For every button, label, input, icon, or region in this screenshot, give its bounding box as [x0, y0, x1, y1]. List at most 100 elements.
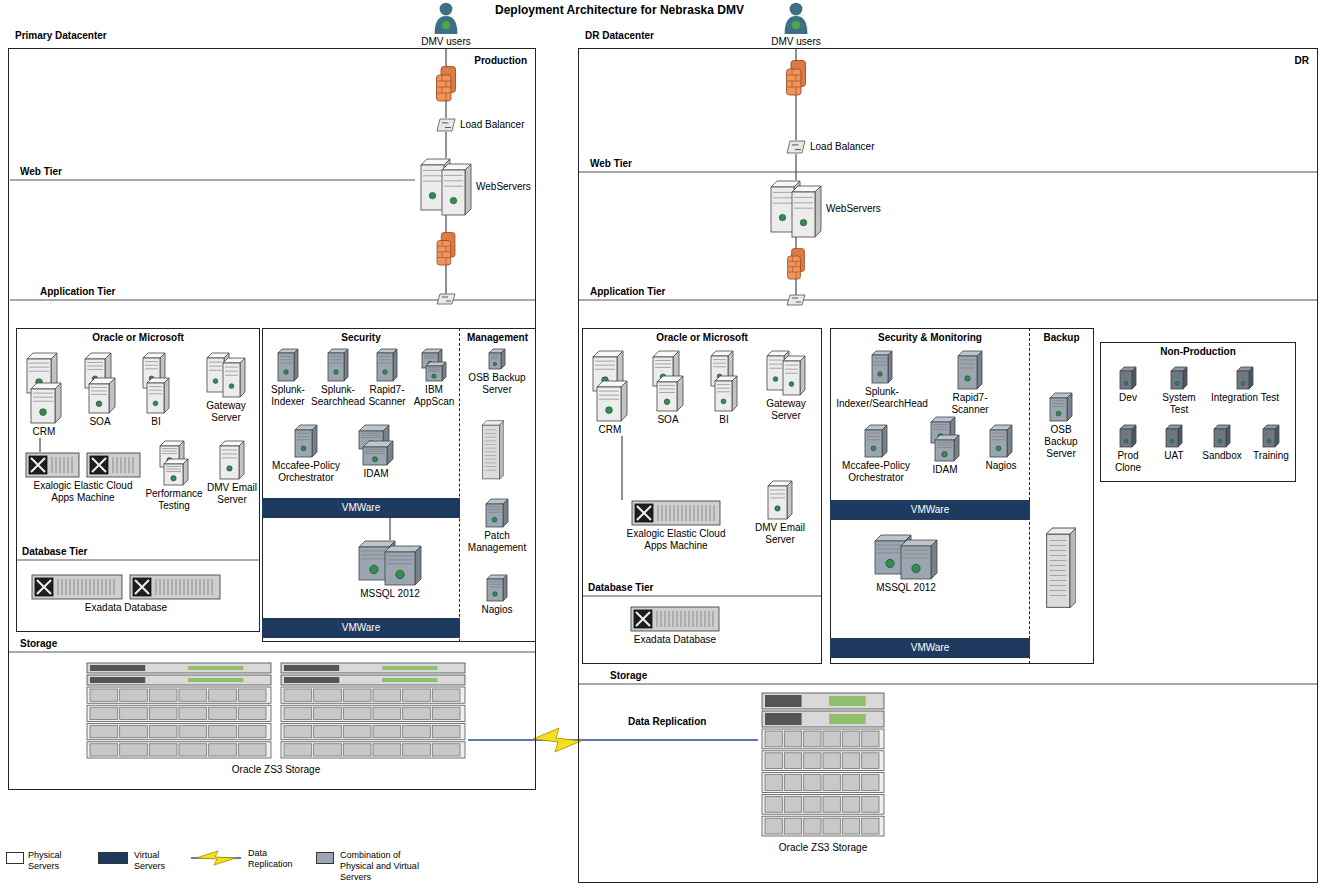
drawing-part [702, 505, 703, 521]
drawing-part [762, 773, 884, 793]
drawing-part [937, 442, 952, 443]
drawing-part [145, 368, 158, 369]
drawing-part [492, 517, 497, 522]
stack-icon [652, 350, 684, 412]
one-icon [1119, 366, 1137, 390]
stack-icon [84, 352, 116, 414]
server-node: DMV users [761, 2, 831, 48]
drawing-part [222, 449, 237, 450]
drawing-part [240, 358, 245, 397]
drawing-part [659, 392, 675, 393]
tier-lines [9, 172, 1317, 684]
drawing-part [787, 481, 792, 519]
drawing-part [423, 175, 442, 176]
server-node: IDAM [346, 424, 406, 480]
one-icon [871, 350, 893, 384]
drawing-part [783, 361, 800, 395]
drawing-part [87, 724, 271, 740]
tier-label: Storage [610, 670, 647, 682]
tier-label: Application Tier [40, 286, 115, 298]
drawing-part [655, 360, 671, 361]
server-node: Oracle ZS3 Storage [84, 662, 468, 776]
one-icon [277, 348, 299, 382]
connector-line [40, 438, 41, 452]
drawing-part [977, 351, 982, 389]
drawing-part [710, 505, 711, 521]
drawing-part [599, 399, 619, 400]
drawing-part [877, 544, 903, 545]
drawing-part [184, 579, 185, 595]
legend-text: Data Replication [248, 848, 304, 870]
drawing-part [635, 504, 653, 522]
one-icon [957, 350, 983, 390]
drawing-part [877, 552, 903, 553]
drawing-part [762, 729, 884, 749]
drawing-part [1267, 440, 1270, 443]
server-label: Rapid7-Scanner [940, 392, 1000, 416]
drawing-part [829, 696, 866, 706]
drawing-part [162, 453, 177, 454]
drawing-part [888, 351, 892, 383]
drawing-part [180, 579, 181, 595]
connector-line [622, 436, 623, 500]
drawing-part [428, 371, 440, 372]
drawing-part [1265, 431, 1273, 432]
server-label: MSSQL 2012 [350, 588, 430, 600]
server-label: CRM [22, 426, 66, 438]
server-label: BI [136, 416, 176, 428]
drawing-part [1120, 371, 1132, 389]
drawing-part [664, 399, 670, 405]
stack-icon [930, 416, 960, 462]
drawing-part [503, 575, 507, 601]
environment-name: DR [1295, 55, 1309, 67]
drawing-part [37, 580, 51, 594]
drawing-part [784, 818, 801, 834]
drawing-part [655, 363, 671, 364]
drawing-part [90, 744, 118, 756]
band-label: VMWare [830, 638, 1030, 658]
drawing-part [86, 579, 87, 595]
legend-swatch [316, 852, 334, 864]
drawing-part [393, 349, 397, 381]
server-label: MSSQL 2012 [866, 582, 946, 594]
drawing-part [110, 579, 111, 595]
one-icon [1049, 392, 1073, 422]
drawing-part [149, 386, 162, 387]
drawing-part [694, 505, 695, 521]
drawing-part [383, 370, 387, 374]
drawing-part [773, 197, 792, 198]
drawing-part [74, 579, 75, 595]
drawing-part [666, 505, 667, 521]
drawing-part [773, 192, 792, 193]
rack-icon [25, 452, 141, 478]
drawing-part [87, 705, 271, 721]
drawing-part [373, 744, 401, 756]
drawing-part [295, 430, 312, 457]
drawing-part [209, 707, 237, 719]
drawing-part [912, 564, 920, 572]
backup-tower-icon [1046, 528, 1076, 608]
drawing-part [382, 666, 437, 670]
drawing-part [432, 707, 460, 719]
server-label: CRM [588, 424, 632, 436]
drawing-part [361, 558, 387, 559]
drawing-part [960, 359, 975, 360]
drawing-part [117, 457, 118, 473]
drawing-part [769, 368, 782, 369]
server-node: Rapid7-Scanner [364, 348, 410, 408]
drawing-part [403, 689, 431, 701]
store-icon [86, 662, 466, 762]
pair-icon [770, 180, 822, 238]
server-node: BI [704, 350, 744, 426]
drawing-part [145, 361, 158, 362]
drawing-part [486, 504, 503, 527]
legend-text: Combination of Physical and Virtual Serv… [340, 850, 432, 883]
server-node: Load Balancer [436, 118, 525, 132]
server-label: WebServers [826, 203, 881, 215]
drawing-part [442, 123, 451, 128]
drawing-part [1265, 433, 1273, 434]
drawing-part [901, 546, 931, 579]
server-label: Load Balancer [460, 119, 525, 131]
server-node: System Test [1154, 366, 1204, 416]
drawing-part [768, 486, 787, 519]
